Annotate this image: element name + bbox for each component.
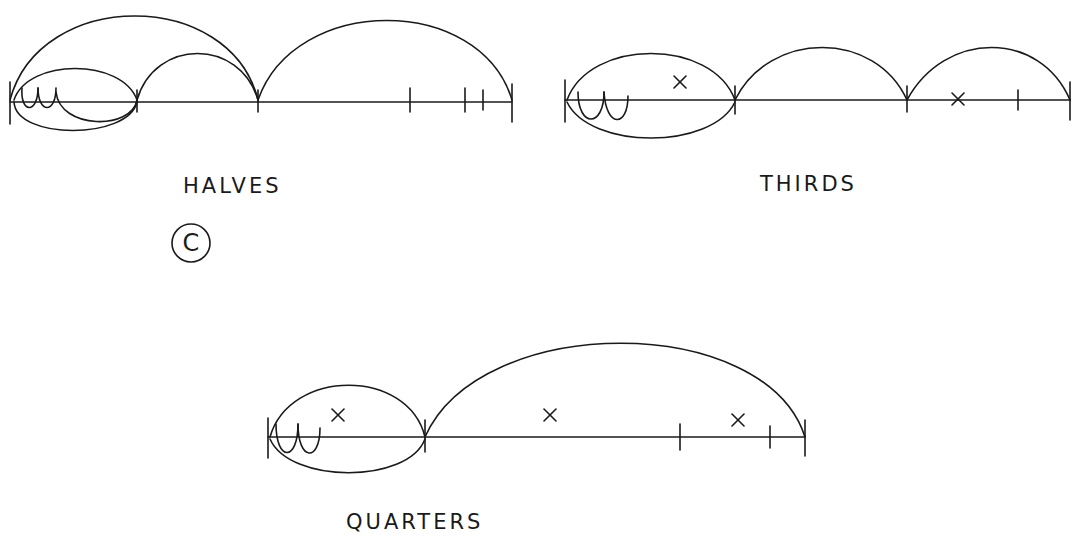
section-label: THIRDS [760, 173, 857, 196]
section-label: HALVES [183, 175, 282, 198]
circle-outline-shape [172, 224, 210, 262]
halves-number-line [10, 16, 512, 131]
circled-letter: C [171, 223, 211, 263]
node-letter: C [171, 231, 211, 255]
quarters-number-line [268, 343, 805, 473]
section-label: QUARTERS [346, 511, 483, 534]
thirds-number-line [565, 48, 1070, 139]
